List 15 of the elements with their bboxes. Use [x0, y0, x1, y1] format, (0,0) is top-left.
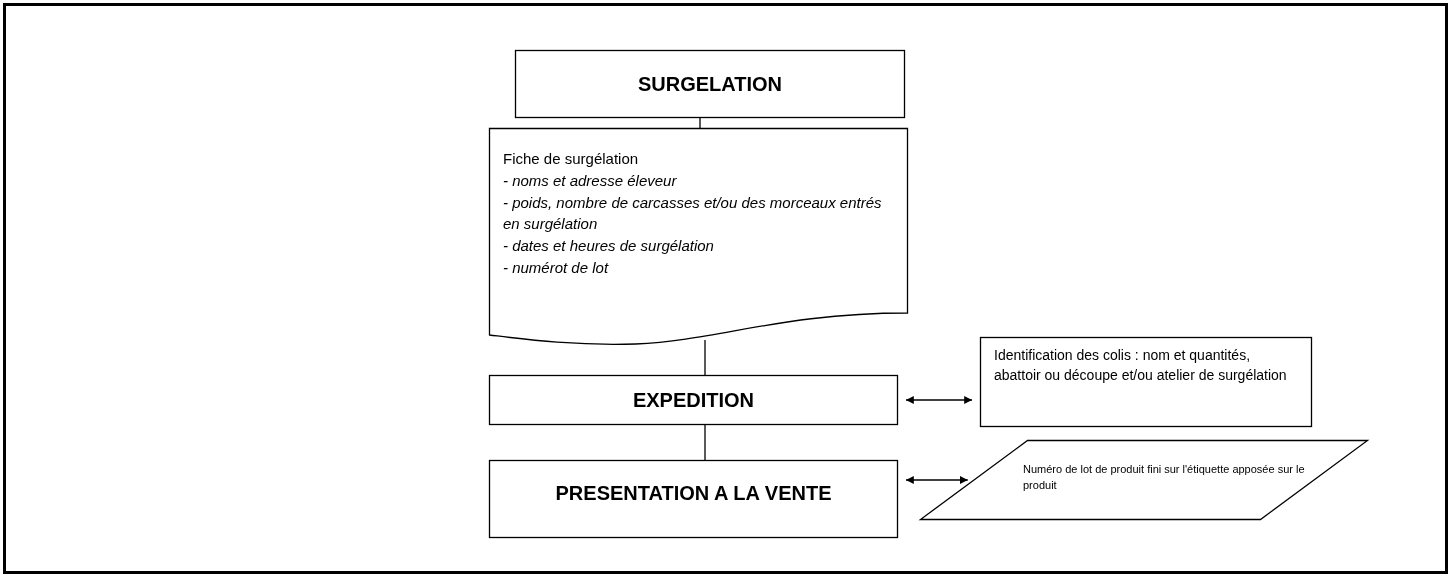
connector-line [704, 424, 706, 461]
step-label: EXPEDITION [632, 387, 755, 413]
double-arrow [905, 476, 969, 484]
step-label: PRESENTATION A LA VENTE [555, 480, 832, 506]
step-label: SURGELATION [637, 71, 783, 97]
list-item: - poids, nombre de carcasses et/ou des morceaux entrés en surgélation [503, 192, 883, 235]
connector-line [699, 117, 701, 129]
document-title: Fiche de surgélation [503, 149, 640, 169]
note-text: Numéro de lot de produit fini sur l'étiquette apposée sur le produit [1023, 462, 1306, 493]
list-item: - numérot de lot [503, 257, 610, 278]
list-item: - dates et heures de surgélation [503, 236, 715, 256]
note-text: Identification des colis : nom et quantités, abattoir ou découpe et/ou atelier de surgélation [994, 346, 1288, 386]
list-item: - noms et adresse éleveur [503, 170, 678, 191]
connector-line [704, 339, 706, 376]
double-arrow [905, 396, 973, 404]
